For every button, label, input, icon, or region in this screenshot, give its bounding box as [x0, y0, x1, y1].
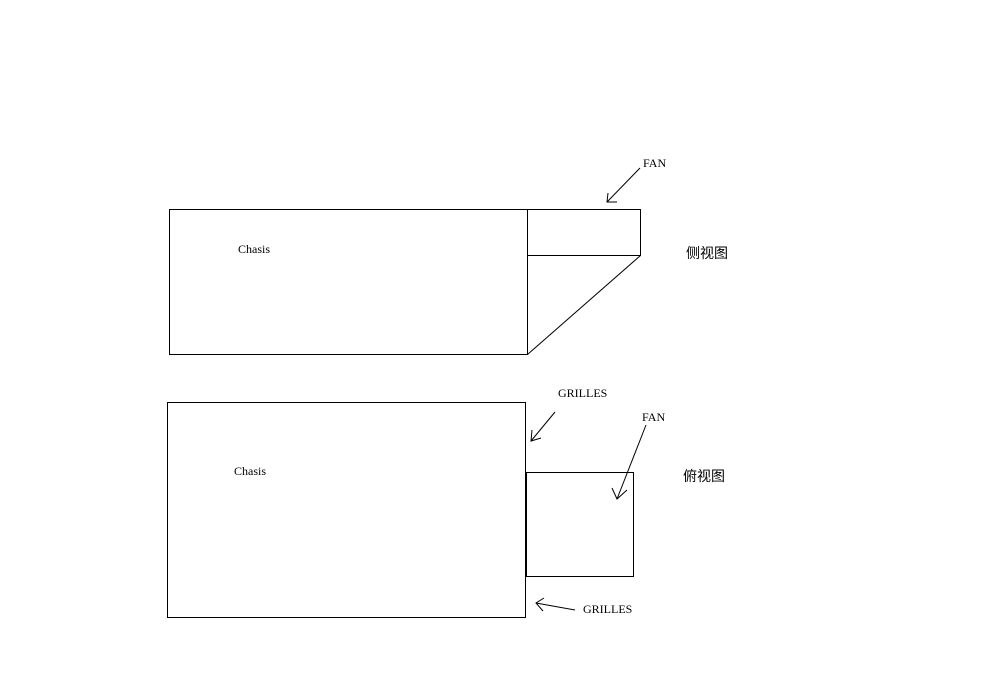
top-chassis-label: Chasis	[234, 464, 266, 478]
top-fan-box	[526, 472, 634, 577]
top-grilles-arrow-upper	[530, 411, 556, 442]
top-view: Chasis GRILLES FAN GRILLES 俯视图	[167, 386, 725, 618]
top-fan-arrow	[611, 424, 647, 500]
top-grilles-arrow-lower	[535, 597, 576, 612]
side-view-label: 侧视图	[686, 246, 728, 262]
top-grilles-label-upper: GRILLES	[558, 386, 607, 400]
top-grilles-label-lower: GRILLES	[583, 602, 632, 616]
side-chassis-box	[169, 209, 528, 355]
side-chassis-label: Chasis	[238, 242, 270, 256]
side-fan-slope-line	[527, 255, 641, 355]
top-chassis-box	[167, 402, 526, 618]
top-fan-label: FAN	[642, 410, 665, 424]
side-fan-label: FAN	[643, 156, 666, 170]
top-view-label: 俯视图	[683, 469, 725, 485]
side-fan-box	[527, 209, 641, 256]
side-fan-arrow	[606, 167, 641, 203]
side-view: Chasis FAN 侧视图	[169, 156, 728, 355]
